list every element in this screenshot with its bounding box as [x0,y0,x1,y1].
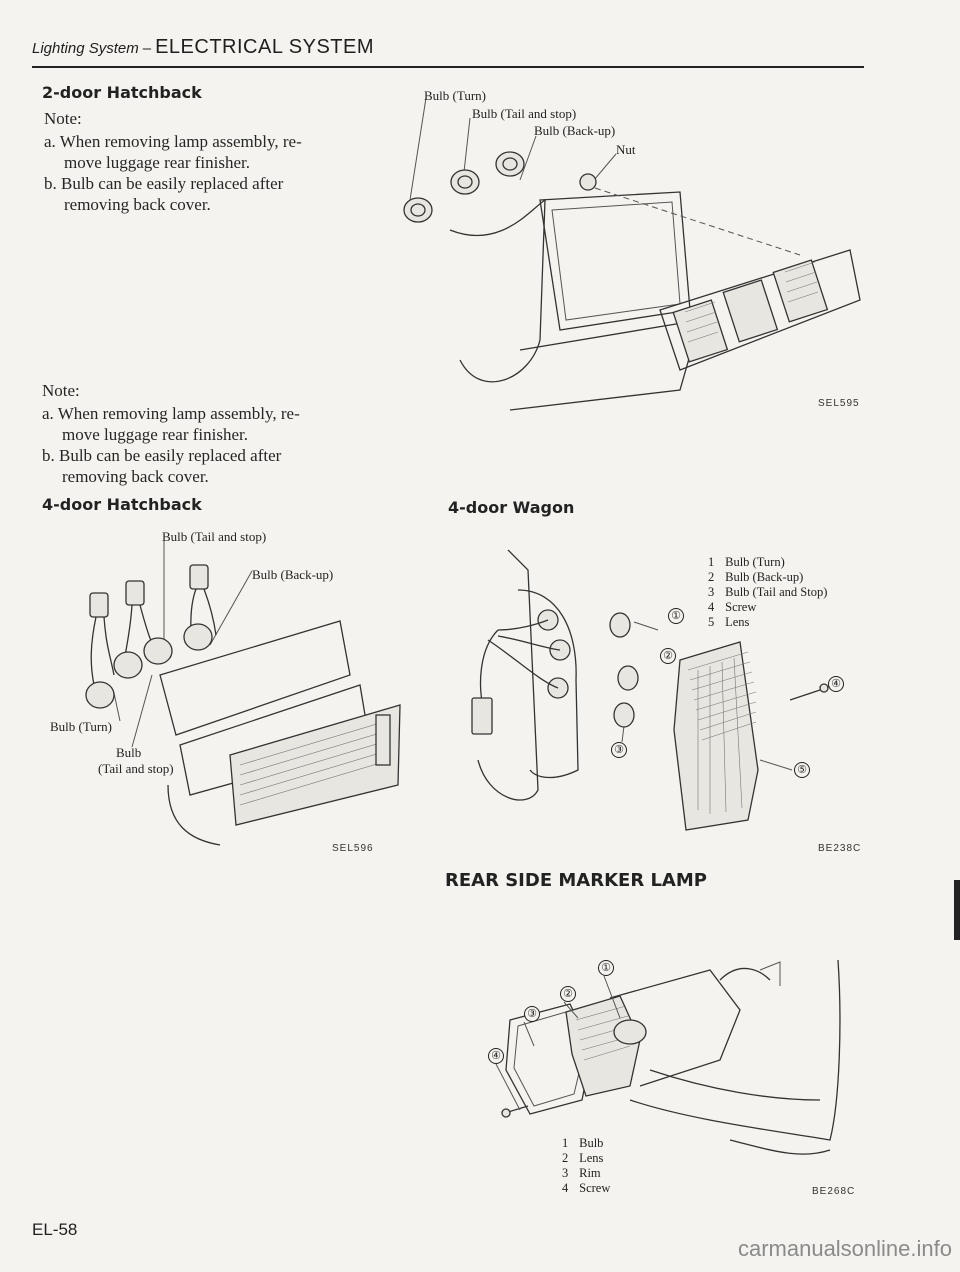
note-a: a. When removing lamp assembly, re- [44,132,302,151]
figure-4door-lamp: Bulb (Tail and stop) Bulb (Back-up) Bulb… [40,525,430,850]
page-number: EL-58 [32,1220,78,1239]
header-dash: – [142,40,152,57]
label-bulb-tail: Bulb (Tail and stop) [472,106,577,121]
chapter-title: ELECTRICAL SYSTEM [155,36,374,58]
section-name: Lighting System [32,40,139,57]
note-second: Note: a. When removing lamp assembly, re… [42,380,342,487]
note-a: a. When removing lamp assembly, re- [42,404,300,423]
heading-marker-lamp: REAR SIDE MARKER LAMP [445,870,707,891]
marker-2: ② [660,648,676,664]
legend-item: 2 Lens [562,1151,604,1165]
legend-wagon: 1 Bulb (Turn) 2 Bulb (Back-up) 3 Bulb (T… [708,555,827,630]
marker-5: ⑤ [794,762,810,778]
label-bulb-tail-stop: (Tail and stop) [98,761,174,776]
marker-4: ④ [488,1048,504,1064]
marker-3: ③ [611,742,627,758]
label-bulb-backup: Bulb (Back-up) [252,567,334,582]
legend-item: 2 Bulb (Back-up) [708,570,804,584]
note-b: b. Bulb can be easily replaced after [42,446,282,465]
figure-code-be268c: BE268C [812,1186,856,1197]
figure-wagon-lamp: 1 Bulb (Turn) 2 Bulb (Back-up) 3 Bulb (T… [448,530,868,840]
note-a-cont: move luggage rear finisher. [64,153,250,172]
note-b-cont: removing back cover. [62,467,209,486]
label-bulb-turn: Bulb (Turn) [424,88,487,103]
legend-item: 4 Screw [562,1181,611,1195]
watermark: carmanualsonline.info [737,1236,952,1261]
label-nut: Nut [616,142,636,157]
label-bulb-tail: Bulb (Tail and stop) [162,529,267,544]
figure-code-sel595: SEL595 [818,398,860,409]
figure-marker-drawing [495,959,841,1155]
figure-code-sel596: SEL596 [332,843,374,854]
marker-1: ① [668,608,684,624]
figure-code-be238c: BE238C [818,843,862,854]
figure-wagon-drawing [471,549,829,831]
page-header: Lighting System–ELECTRICAL SYSTEM [32,36,864,68]
figure-4door-drawing [85,539,401,846]
section-edge-tab [954,880,960,940]
legend-item: 3 Bulb (Tail and Stop) [708,585,828,599]
figure-2door-lamp: Bulb (Turn) Bulb (Tail and stop) Bulb (B… [380,80,880,411]
heading-wagon: 4-door Wagon [448,498,575,517]
heading-4door: 4-door Hatchback [42,495,202,514]
note-2door: Note: a. When removing lamp assembly, re… [44,108,334,215]
note-label: Note: [44,109,82,128]
legend-item: 1 Bulb (Turn) [708,555,785,569]
marker-4: ④ [828,676,844,692]
note-label: Note: [42,381,80,400]
legend-item: 5 Lens [708,615,750,629]
label-bulb-turn: Bulb (Turn) [50,719,113,734]
note-b: b. Bulb can be easily replaced after [44,174,284,193]
label-bulb-backup: Bulb (Back-up) [534,123,616,138]
legend-item: 4 Screw [708,600,757,614]
legend-item: 3 Rim [562,1166,601,1180]
heading-2door: 2-door Hatchback [42,83,202,102]
legend-item: 1 Bulb [562,1136,604,1150]
note-b-cont: removing back cover. [64,195,211,214]
marker-3: ③ [524,1006,540,1022]
marker-1: ① [598,960,614,976]
note-a-cont: move luggage rear finisher. [62,425,248,444]
figure-2door-drawing [403,97,861,411]
marker-2: ② [560,986,576,1002]
label-bulb: Bulb [116,745,142,760]
figure-marker-lamp: ① ② ③ ④ 1 Bulb 2 Lens 3 Rim 4 Screw [470,900,870,1200]
legend-marker-lamp: 1 Bulb 2 Lens 3 Rim 4 Screw [562,1136,610,1196]
